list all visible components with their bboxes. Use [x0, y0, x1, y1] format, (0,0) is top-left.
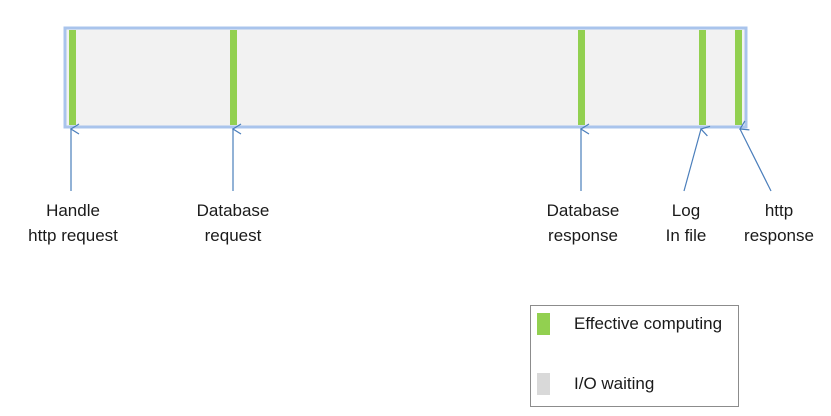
arrow-http-response: [740, 129, 772, 192]
legend-swatch-computing: [537, 313, 550, 335]
legend-swatch-io-waiting: [537, 373, 550, 395]
event-label-database-response: Database response: [546, 201, 620, 245]
event-label-log-in-file: Log In file: [665, 201, 707, 245]
event-label-http-response: http response: [744, 201, 814, 245]
legend-label-computing: Effective computing: [574, 314, 723, 333]
computing-segment-http-response: [735, 30, 742, 125]
event-label-handle-http-request: Handle http request: [28, 201, 118, 245]
computing-segment-database-response: [578, 30, 585, 125]
legend-label-io-waiting: I/O waiting: [574, 374, 655, 393]
legend: Effective computing I/O waiting: [530, 305, 739, 407]
legend-row-computing: Effective computing: [537, 313, 722, 335]
legend-row-io-waiting: I/O waiting: [537, 373, 654, 395]
timeline-bar: [63, 26, 748, 129]
arrow-log-in-file: [683, 129, 701, 192]
computing-segment-log-in-file: [699, 30, 706, 125]
computing-segment-database-request: [230, 30, 237, 125]
event-label-database-request: Database request: [196, 201, 270, 245]
computing-segment-handle-http-request: [69, 30, 76, 125]
